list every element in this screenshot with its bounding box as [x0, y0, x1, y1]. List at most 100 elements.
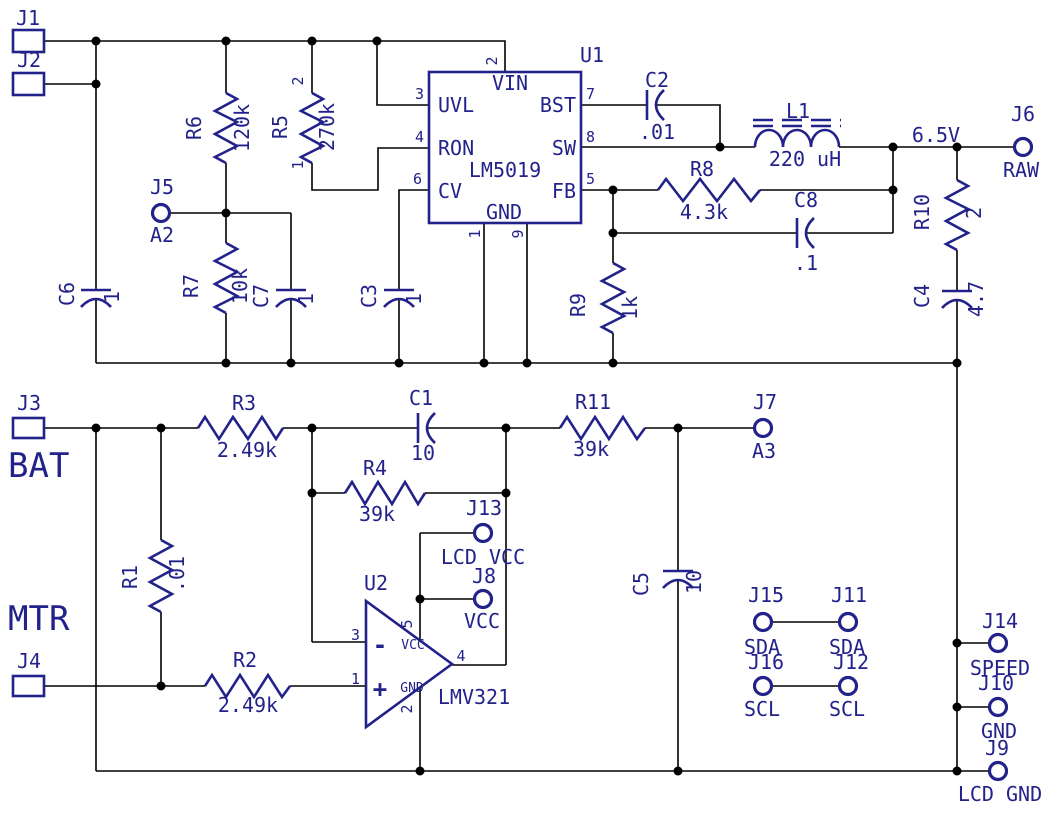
labels: J1 J2 J5 A2 R6 120k R5 270k 2 1 R7 10k C…	[8, 6, 1042, 806]
resistor-r7-value: 10k	[228, 268, 252, 304]
resistor-r5-pin1: 1	[289, 160, 307, 169]
opamp-u2-pin2-num: 2	[398, 704, 416, 713]
wire-segments	[44, 40, 1014, 772]
connector-pads[interactable]	[11, 28, 1034, 782]
capacitor-c3-body	[383, 288, 415, 308]
ic-u1-pin-vin-num: 2	[483, 56, 501, 65]
resistor-r10-body	[943, 178, 971, 252]
opamp-u2-inv-sign: -	[373, 631, 387, 659]
opamp-u2-ref: U2	[364, 571, 388, 595]
net-label-scl-left: SCL	[744, 697, 780, 721]
opamp-u2[interactable]	[364, 598, 455, 730]
resistor-r1-value: .01	[165, 556, 189, 592]
resistor-r7-body	[212, 241, 240, 315]
capacitor-c4-label: C4	[910, 284, 934, 308]
ic-u1-pin-uvl-num: 3	[415, 85, 424, 103]
resistor-r8-body	[656, 176, 762, 204]
ic-u1-outline	[427, 70, 583, 225]
opamp-u2-pin4-num: 4	[456, 647, 465, 665]
capacitor-symbols[interactable]	[80, 89, 973, 589]
inductor-l1[interactable]	[753, 118, 841, 148]
capacitor-c1-body	[416, 412, 436, 444]
connector-j14-label: J14	[982, 609, 1018, 633]
inductor-l1-value: 220 uH	[769, 147, 841, 171]
resistor-r3-value: 2.49k	[217, 438, 277, 462]
connector-j12-label: J12	[833, 650, 869, 674]
opamp-u2-triangle	[364, 598, 455, 730]
resistor-symbols[interactable]	[147, 91, 971, 700]
connector-j6-label: J6	[1011, 102, 1035, 126]
connector-j3-pad	[11, 416, 46, 440]
inductor-l1-core	[753, 118, 841, 128]
inductor-l1-label: L1	[786, 99, 810, 123]
opamp-u2-pin3-num: 3	[351, 626, 360, 644]
capacitor-c5-value: 10	[682, 570, 706, 594]
connector-j1-label: J1	[16, 6, 40, 30]
connector-j8-label: J8	[472, 564, 496, 588]
net-label-lcd-vcc: LCD VCC	[441, 545, 525, 569]
capacitor-c7-body	[275, 288, 307, 308]
connector-j16-label: J16	[748, 650, 784, 674]
connector-j2-label: J2	[17, 48, 41, 72]
ic-u1-pin-fb-num: 5	[586, 170, 595, 188]
resistor-r9-value: 1k	[618, 296, 642, 320]
capacitor-c2-label: C2	[645, 68, 669, 92]
resistor-r9-label: R9	[566, 293, 590, 317]
opamp-u2-part: LMV321	[438, 685, 510, 709]
opamp-u2-noninv-sign: +	[373, 675, 387, 703]
resistor-r5-pin2: 2	[289, 76, 307, 85]
opamp-u2-pin5-num: 5	[398, 619, 416, 628]
connector-j9-label: J9	[985, 736, 1009, 760]
connector-j3-label: J3	[17, 391, 41, 415]
net-label-a3: A3	[752, 439, 776, 463]
connector-j7-pad	[752, 417, 774, 439]
connector-j15-label: J15	[748, 583, 784, 607]
capacitor-c3-label: C3	[357, 284, 381, 308]
connector-j6-pad	[1012, 136, 1034, 158]
resistor-r2-label: R2	[233, 648, 257, 672]
ic-u1-ref: U1	[580, 43, 604, 67]
ic-u1-pin-vin-name: VIN	[492, 71, 528, 95]
net-label-gnd: GND	[981, 719, 1017, 743]
resistor-r4-label: R4	[363, 456, 387, 480]
capacitor-c8-body	[795, 217, 815, 249]
ic-u1-pin-cv-name: CV	[438, 179, 462, 203]
net-label-bat: BAT	[8, 446, 69, 486]
resistor-r2-body	[203, 672, 292, 700]
net-label-speed: SPEED	[970, 656, 1030, 680]
net-label-a2: A2	[150, 223, 174, 247]
ic-u1-pin-ron-num: 4	[415, 128, 424, 146]
net-label-lcd-gnd: LCD GND	[958, 782, 1042, 806]
connector-j10-pad	[987, 696, 1009, 718]
connector-j5-pad	[150, 202, 172, 224]
resistor-r6-body	[212, 91, 240, 165]
resistor-r1-body	[147, 538, 175, 614]
capacitor-c2-value: .01	[639, 120, 675, 144]
resistor-r8-label: R8	[690, 157, 714, 181]
net-label-vcc: VCC	[464, 609, 500, 633]
net-label-sda-right: SDA	[829, 635, 865, 659]
resistor-r1-label: R1	[118, 565, 142, 589]
capacitor-c1-value: 10	[411, 441, 435, 465]
resistor-r11-body	[558, 414, 647, 442]
connector-j9-pad	[987, 760, 1009, 782]
inductor-l1-coil	[753, 128, 841, 148]
ic-u1-part: LM5019	[469, 158, 541, 182]
ic-u1-pin-ron-name: RON	[438, 136, 474, 160]
ic-u1-pin-gnd-num9: 9	[509, 229, 527, 238]
connector-j10-label: J10	[978, 671, 1014, 695]
resistor-r10-value: 2	[962, 207, 986, 219]
connector-j1-pad	[11, 28, 46, 54]
connector-j4-pad	[11, 674, 46, 698]
resistor-r9-body	[599, 261, 627, 335]
resistor-r6-label: R6	[182, 116, 206, 140]
resistor-r11-value: 39k	[573, 437, 609, 461]
capacitor-c1-label: C1	[409, 386, 433, 410]
capacitor-c6-value: 1	[100, 291, 124, 303]
capacitor-c5-body	[662, 569, 694, 589]
resistor-r8-value: 4.3k	[680, 200, 728, 224]
capacitor-c6-label: C6	[55, 282, 79, 306]
ic-u1[interactable]	[427, 70, 583, 225]
capacitor-c3-value: 1	[402, 293, 426, 305]
